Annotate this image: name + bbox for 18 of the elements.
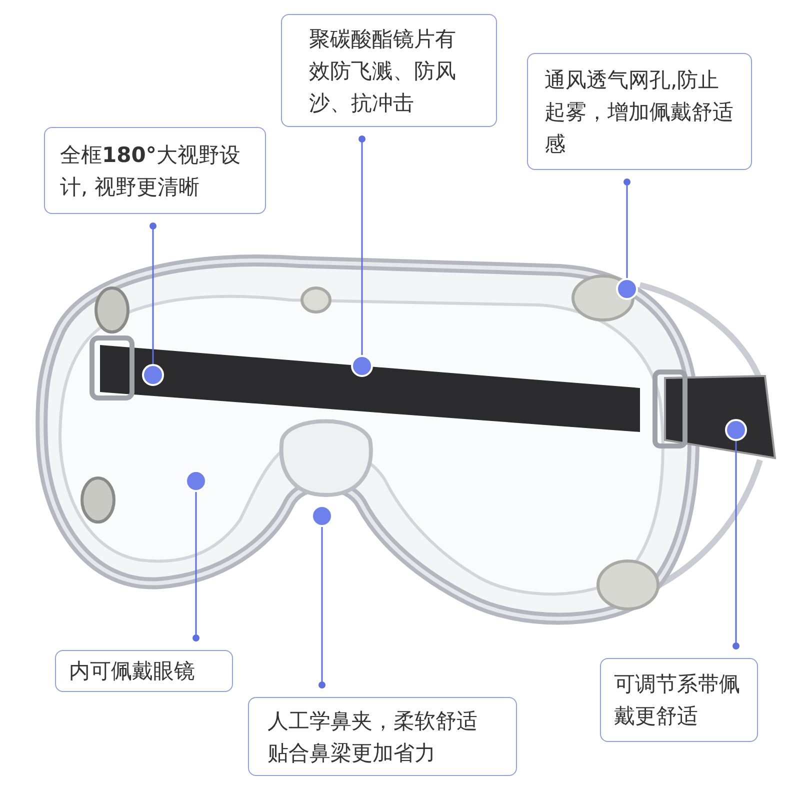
callout-text: 聚碳酸酯镜片有效防飞溅、防风沙、抗冲击	[309, 26, 457, 116]
callout-text: 通风透气网孔,防止起雾，增加佩戴舒适感	[544, 66, 734, 158]
leader-line	[732, 441, 740, 650]
callout-box	[281, 14, 497, 127]
leader-line	[624, 178, 630, 278]
callout-box	[600, 658, 758, 742]
callout-text: 人工学鼻夹，柔软舒适贴合鼻梁更加省力	[268, 708, 478, 766]
callout-text: 可调节系带佩戴更舒适	[614, 671, 741, 730]
leader-line	[150, 222, 156, 364]
callout-box	[527, 53, 752, 170]
callout-box	[55, 650, 233, 692]
callout-box	[248, 697, 517, 776]
callout-text: 全框180°大视野设计, 视野更清晰	[60, 142, 242, 200]
callout-text: 内可佩戴眼镜	[69, 658, 196, 685]
leader-line	[318, 527, 326, 688]
callout-box	[44, 127, 266, 214]
leader-line	[358, 136, 366, 355]
leader-line	[192, 492, 200, 642]
